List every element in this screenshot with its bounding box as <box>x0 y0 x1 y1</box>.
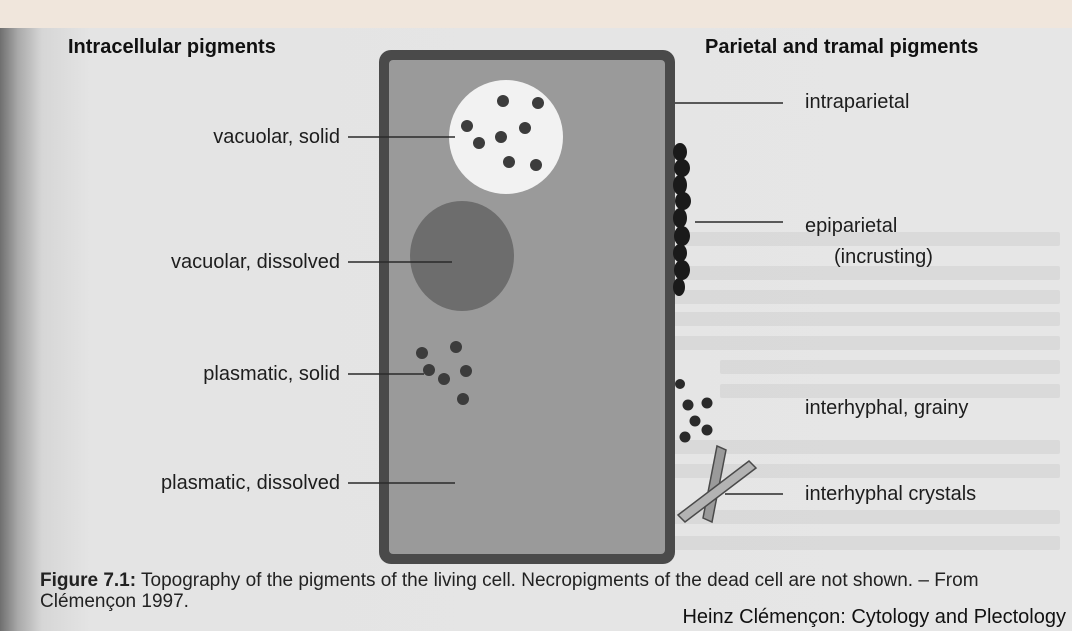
plasmatic-granule <box>423 364 435 376</box>
plasmatic-granule <box>416 347 428 359</box>
label-intraparietal: intraparietal <box>805 91 910 114</box>
interhyphal-grain <box>680 432 691 443</box>
vacuole-granule <box>473 137 485 149</box>
vacuole-dissolved <box>410 201 514 311</box>
label-epiparietal: epiparietal <box>805 215 897 238</box>
vacuole-granule <box>497 95 509 107</box>
vacuole-granule <box>503 156 515 168</box>
interhyphal-crystals <box>678 446 756 522</box>
header-intracellular: Intracellular pigments <box>68 36 276 59</box>
label-vacuolar-solid: vacuolar, solid <box>80 126 340 149</box>
label-interhyphal-grainy: interhyphal, grainy <box>805 397 968 420</box>
label-epiparietal-note: (incrusting) <box>834 246 933 269</box>
interhyphal-grain <box>702 398 713 409</box>
vacuole-granule <box>532 97 544 109</box>
vacuole-granule <box>461 120 473 132</box>
vacuole-granule <box>495 131 507 143</box>
interhyphal-grains <box>675 379 713 443</box>
vacuole-granule <box>519 122 531 134</box>
header-parietal-tramal: Parietal and tramal pigments <box>705 36 978 59</box>
plasmatic-granule <box>457 393 469 405</box>
interhyphal-grain <box>683 400 694 411</box>
interhyphal-grain <box>690 416 701 427</box>
epiparietal-incrustation <box>673 143 691 296</box>
plasmatic-granule <box>460 365 472 377</box>
book-credit: Heinz Clémençon: Cytology and Plectology <box>682 606 1066 629</box>
label-interhyphal-crystals: interhyphal crystals <box>805 483 976 506</box>
interhyphal-grain <box>675 379 685 389</box>
plasmatic-granule <box>450 341 462 353</box>
label-plasmatic-dissolved: plasmatic, dissolved <box>80 472 340 495</box>
vacuole-granule <box>530 159 542 171</box>
plasmatic-granule <box>438 373 450 385</box>
interhyphal-grain <box>702 425 713 436</box>
label-plasmatic-solid: plasmatic, solid <box>80 363 340 386</box>
figure-label: Figure 7.1: <box>40 570 136 591</box>
label-vacuolar-dissolved: vacuolar, dissolved <box>80 251 340 274</box>
